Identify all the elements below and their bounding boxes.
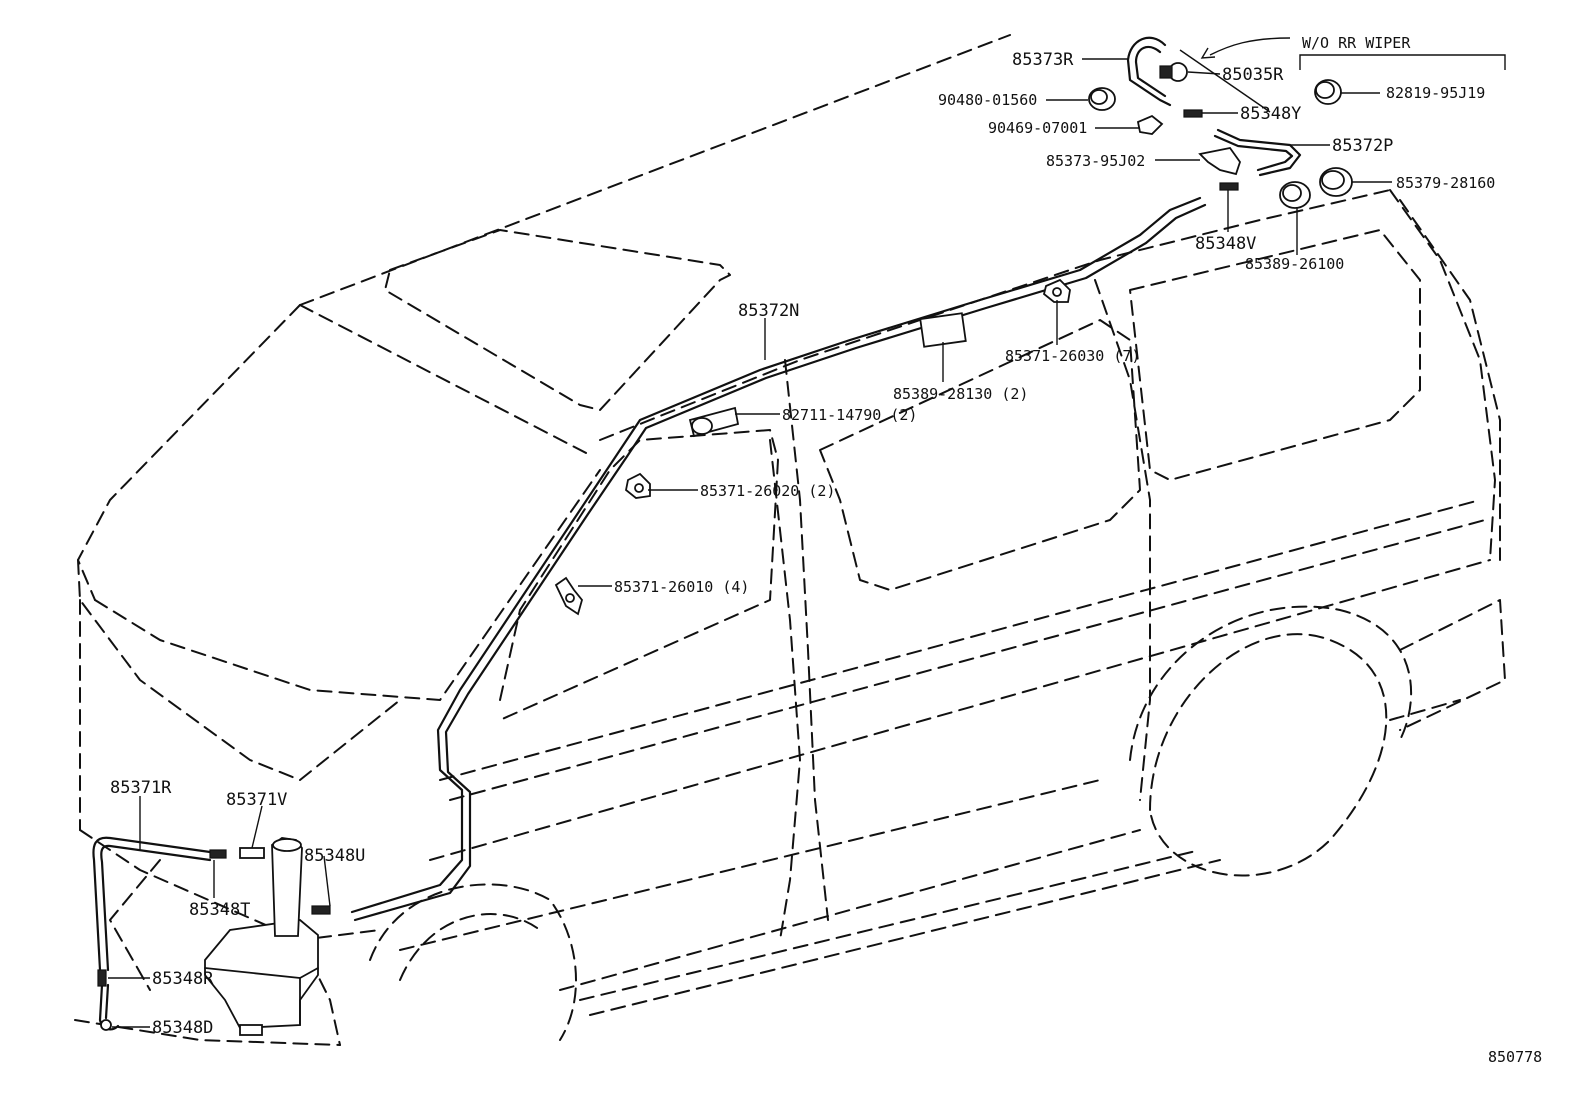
joint-85348T [209,849,227,859]
joint-85348D [100,1019,112,1031]
leader-lines [108,37,1506,1028]
label-85348R: 85348R [152,969,214,989]
label-85371R: 85371R [110,778,172,798]
label-85348T: 85348T [189,900,250,920]
clip-85371-26010 [554,576,583,616]
label-85389-28130: 85389-28130 (2) [893,385,1028,403]
washer-tank [204,837,319,1036]
clip-85371-26030 [1042,278,1071,303]
grommet-82711-14790 [688,406,740,438]
clip-90469-07001 [1136,114,1164,135]
joint-85348R [97,969,107,987]
note-wo-rr-wiper: W/O RR WIPER [1302,34,1411,52]
hose-85371R [92,836,212,972]
label-85348Y: 85348Y [1240,104,1301,124]
label-85348U: 85348U [304,846,365,866]
grommet-85389-26100 [1279,181,1311,209]
joint-85348Y [1183,109,1203,118]
label-85348D: 85348D [152,1018,213,1038]
clip-85371-26020 [625,472,651,499]
joint-85348V [1219,182,1239,191]
label-85035R: 85035R [1222,65,1284,85]
figure-number: 850778 [1488,1048,1542,1066]
plug-85379-28160 [1319,167,1353,197]
joint-85348U [311,905,331,915]
label-82819-95J19: 82819-95J19 [1386,84,1485,102]
hose-85372P [1216,128,1302,177]
bracket-85373-95J02 [1198,147,1241,176]
cap-90480-01560 [1088,87,1116,111]
label-85371-26010: 85371-26010 (4) [614,578,749,596]
label-90469-07001: 90469-07001 [988,119,1087,137]
label-82711-14790: 82711-14790 (2) [782,406,917,424]
check-valve-85371V [239,847,265,859]
label-85379-28160: 85379-28160 [1396,174,1495,192]
label-85372N: 85372N [738,301,799,321]
label-85348V: 85348V [1195,234,1256,254]
pad-85389-28130 [919,312,967,348]
label-85373R: 85373R [1012,50,1074,70]
parts [97,62,1353,1036]
nozzle-85035R [1159,62,1188,82]
label-85372P: 85372P [1332,136,1393,156]
part-labels: 85373R 85035R 90480-01560 82819-95J19 85… [110,34,1542,1066]
label-85371-26030: 85371-26030 (7) [1005,347,1140,365]
hose-85372N [350,196,1202,914]
label-85371V: 85371V [226,790,287,810]
washer-hoses [92,36,1302,1031]
label-85373-95J02: 85373-95J02 [1046,152,1145,170]
label-90480-01560: 90480-01560 [938,91,1037,109]
hose-85373R [1126,36,1172,107]
label-85371-26020: 85371-26020 (2) [700,482,835,500]
plug-82819-95J19 [1314,79,1342,105]
van-body-outline [74,34,1506,1046]
label-85389-26100: 85389-26100 [1245,255,1344,273]
